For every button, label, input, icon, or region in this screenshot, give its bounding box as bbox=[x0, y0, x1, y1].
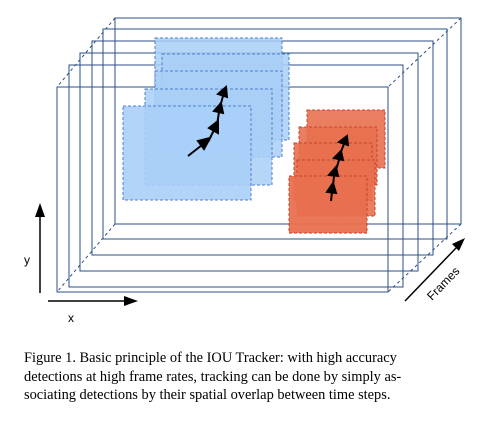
frames-axis-line bbox=[404, 246, 458, 302]
caption-line-1: Figure 1. Basic principle of the IOU Tra… bbox=[24, 350, 397, 366]
x-axis-arrowhead bbox=[124, 296, 138, 306]
figure-caption: Figure 1. Basic principle of the IOU Tra… bbox=[24, 349, 464, 405]
red-detections bbox=[288, 109, 386, 234]
frame-5 bbox=[102, 28, 448, 240]
blue-detection-5 bbox=[122, 105, 252, 201]
y-axis-label: y bbox=[24, 253, 30, 267]
red-detection-5 bbox=[288, 175, 368, 234]
frames-axis-label: Frames bbox=[424, 264, 462, 303]
y-axis: y bbox=[24, 203, 45, 293]
frames-axis-arrowhead bbox=[452, 238, 465, 251]
frame-back bbox=[114, 17, 462, 225]
red-trajectory bbox=[325, 134, 350, 202]
perspective-edges bbox=[56, 17, 462, 293]
caption-line-2: detections at high frame rates, tracking… bbox=[24, 368, 402, 385]
x-axis-label: x bbox=[68, 311, 74, 325]
caption-line-3: sociating detections by their spatial ov… bbox=[24, 387, 391, 403]
blue-trajectory bbox=[187, 84, 229, 157]
blue-detections bbox=[122, 37, 290, 201]
y-axis-arrowhead bbox=[35, 203, 45, 217]
x-axis: x bbox=[48, 296, 138, 325]
